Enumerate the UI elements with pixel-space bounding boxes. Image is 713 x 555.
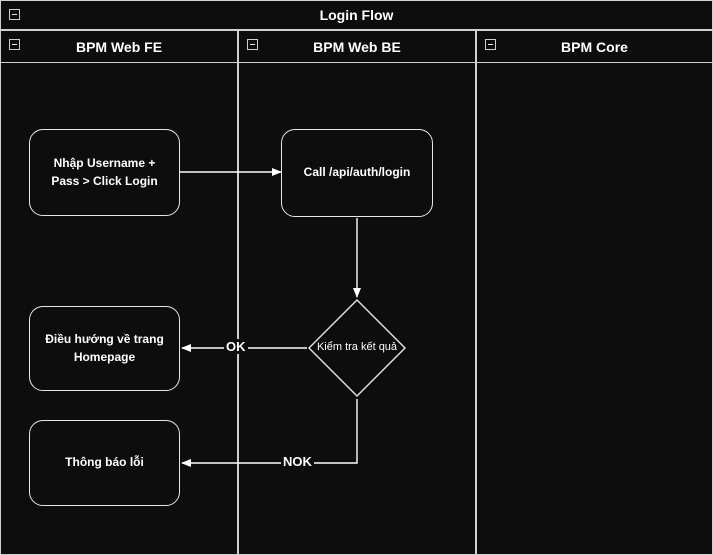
lane-header-fe: BPM Web FE [1, 31, 237, 63]
task-nhap-username[interactable]: Nhập Username + Pass > Click Login [29, 129, 180, 216]
task-call-api-auth-login[interactable]: Call /api/auth/login [281, 129, 433, 217]
minus-box-icon-pool[interactable] [9, 9, 20, 20]
task-thong-bao-loi[interactable]: Thông báo lỗi [29, 420, 180, 506]
task-label: Điều hướng về trang Homepage [45, 332, 164, 364]
edge-label-nok: NOK [281, 454, 314, 469]
pool-title-bar: Login Flow [0, 0, 713, 30]
minus-box-icon-lane-core[interactable] [485, 39, 496, 50]
minus-box-icon-lane-fe[interactable] [9, 39, 20, 50]
lane-label-fe: BPM Web FE [75, 38, 163, 55]
minus-box-icon-lane-be[interactable] [247, 39, 258, 50]
gateway-kiem-tra-ket-qua[interactable]: Kiểm tra kết quả [307, 298, 407, 398]
gateway-label: Kiểm tra kết quả [316, 341, 398, 354]
lane-header-core: BPM Core [477, 31, 712, 63]
task-label: Call /api/auth/login [303, 165, 411, 180]
lane-label-core: BPM Core [561, 38, 628, 55]
task-label: Nhập Username + Pass > Click Login [51, 156, 158, 188]
lane-header-be: BPM Web BE [239, 31, 475, 63]
lane-label-be: BPM Web BE [313, 38, 401, 55]
task-label: Thông báo lỗi [65, 455, 144, 470]
pool-title-text: Login Flow [319, 7, 394, 23]
lane-bpm-web-be: BPM Web BE [238, 30, 476, 555]
lane-bpm-core: BPM Core [476, 30, 713, 555]
task-dieu-huong-homepage[interactable]: Điều hướng về trang Homepage [29, 306, 180, 391]
edge-label-ok: OK [224, 339, 248, 354]
